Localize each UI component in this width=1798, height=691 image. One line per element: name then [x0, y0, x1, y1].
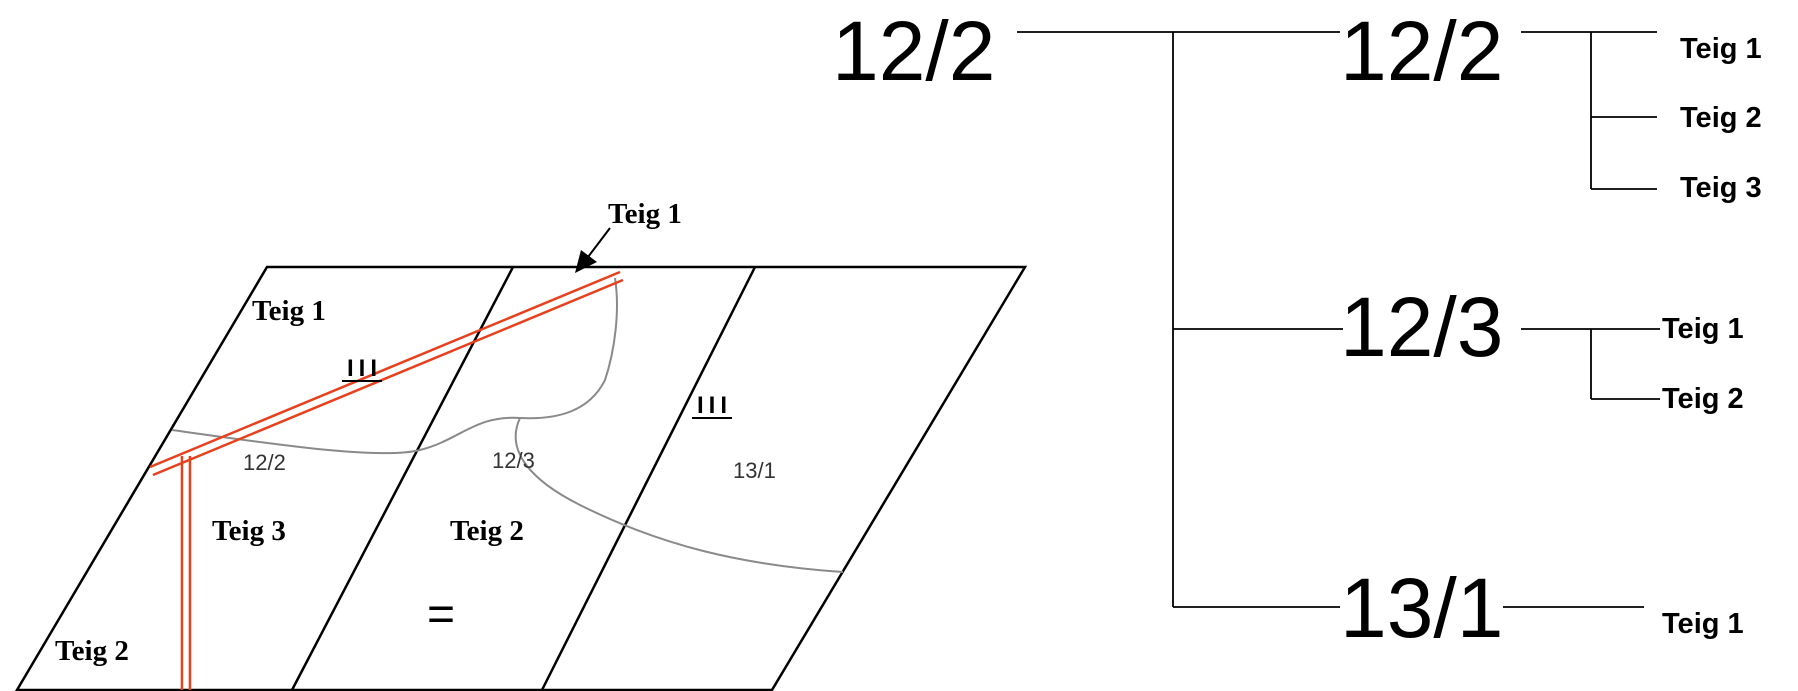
roman-symbol-1: III — [342, 355, 382, 382]
roman-symbol-2: III — [692, 392, 732, 419]
boundary-line-1 — [290, 266, 515, 691]
road — [149, 270, 624, 690]
tree-teig-12-3-2: Teig 2 — [1662, 383, 1744, 415]
tree-child-12-3: 12/3 — [1340, 280, 1504, 374]
map-label-teig3: Teig 3 — [212, 515, 286, 547]
boundary-line-2 — [540, 266, 757, 691]
map-outline — [14, 265, 1028, 691]
svg-text:III: III — [347, 355, 377, 382]
map-sketch: Teig 1 Teig 1 Teig 3 Teig 2 Teig 2 12/2 … — [14, 198, 1028, 691]
pointer-arrow-line — [587, 227, 611, 258]
grey-boundary-curve-2 — [514, 417, 844, 573]
parcel-tree: 12/2 12/2 12/3 13/1 Teig 1 Teig 2 Teig 3… — [832, 4, 1762, 655]
parcel-number-12-3: 12/3 — [492, 448, 535, 473]
equals-symbol: = — [427, 588, 455, 641]
grey-boundary-curve-1 — [171, 277, 618, 455]
map-label-teig1: Teig 1 — [252, 295, 326, 327]
map-label-teig2-middle: Teig 2 — [450, 515, 524, 547]
pointer-arrowhead — [575, 250, 597, 273]
tree-root-label: 12/2 — [832, 4, 996, 98]
tree-teig-12-3-1: Teig 1 — [1662, 313, 1744, 345]
parcel-number-13-1: 13/1 — [733, 458, 776, 483]
tree-child-13-1: 13/1 — [1340, 561, 1504, 655]
map-label-teig2-bottom: Teig 2 — [55, 635, 129, 667]
tree-child-12-2: 12/2 — [1340, 4, 1504, 98]
tree-teig-12-2-2: Teig 2 — [1680, 102, 1762, 134]
parcel-number-12-2: 12/2 — [243, 450, 286, 475]
tree-teig-13-1-1: Teig 1 — [1662, 608, 1744, 640]
tree-teig-12-2-1: Teig 1 — [1680, 33, 1762, 65]
svg-text:III: III — [697, 392, 727, 419]
tree-teig-12-2-3: Teig 3 — [1680, 172, 1762, 204]
pointer-label: Teig 1 — [608, 198, 682, 230]
